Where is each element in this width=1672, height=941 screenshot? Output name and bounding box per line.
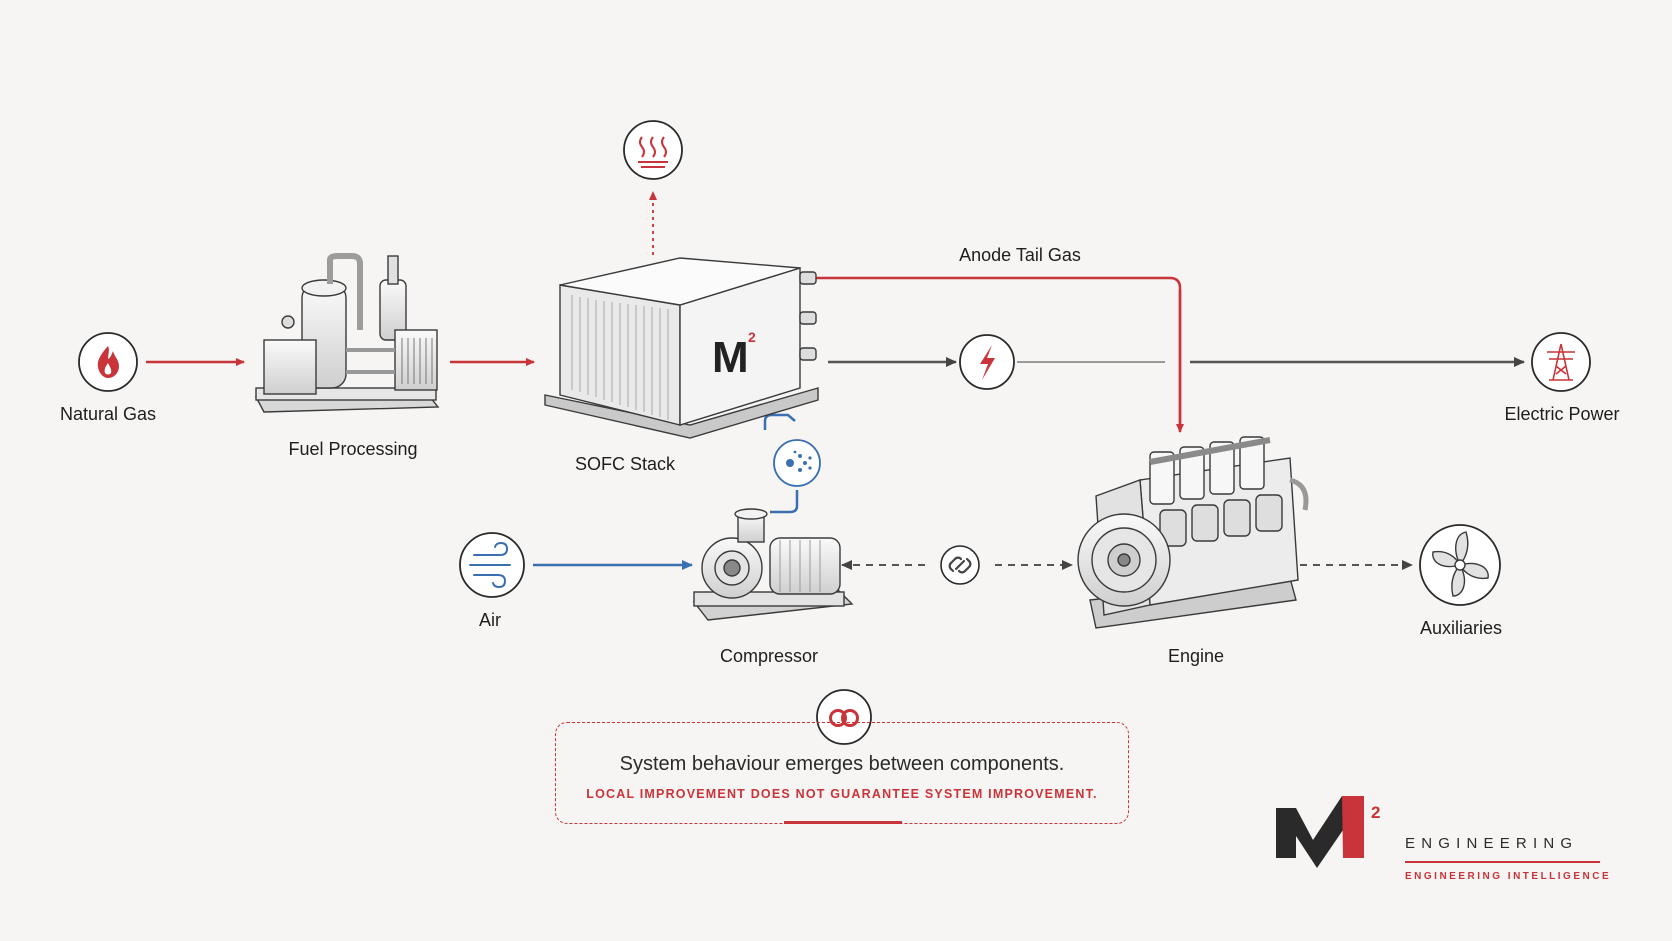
dots-icon [773,439,821,487]
heat-icon [623,120,683,180]
label-engine: Engine [1167,646,1225,666]
label-anode-tail-gas: Anode Tail Gas [959,245,1081,265]
note-accent-bar [784,821,902,824]
label-air: Air [479,610,501,630]
brand-tagline: ENGINEERING INTELLIGENCE [1405,871,1612,882]
label-natural-gas: Natural Gas [59,404,157,424]
label-auxiliaries: Auxiliaries [1419,618,1503,638]
insight-note: System behaviour emerges between compone… [555,722,1129,824]
svg-text:2: 2 [1371,803,1380,822]
brand-divider [1405,861,1600,863]
coupling-icon [940,545,980,585]
flow-anode-tail-gas [803,274,1184,433]
sofc-stack-unit: M 2 [544,257,819,439]
label-sofc-stack: SOFC Stack [574,454,676,474]
fuel-processing-unit [254,253,440,413]
power-pylon-icon [1531,332,1591,392]
flow-compressor-to-sofc [763,413,799,514]
note-sub-text: LOCAL IMPROVEMENT DOES NOT GUARANTEE SYS… [586,787,1098,801]
wind-icon [459,532,525,598]
link-icon [816,689,872,745]
fan-icon [1419,524,1501,606]
brand-wordmark: ENGINEERING [1405,835,1579,852]
note-main-text: System behaviour emerges between compone… [619,753,1065,775]
label-electric-power: Electric Power [1504,404,1620,424]
lightning-icon [959,334,1015,390]
label-compressor: Compressor [719,646,819,666]
svg-text:M: M [712,333,749,382]
label-fuel-processing: Fuel Processing [288,439,418,459]
engine-unit [1077,436,1309,629]
flame-icon [78,332,138,392]
svg-text:2: 2 [748,329,756,345]
compressor-unit [692,508,854,621]
brand-logo-mark: 2 [1276,796,1380,868]
